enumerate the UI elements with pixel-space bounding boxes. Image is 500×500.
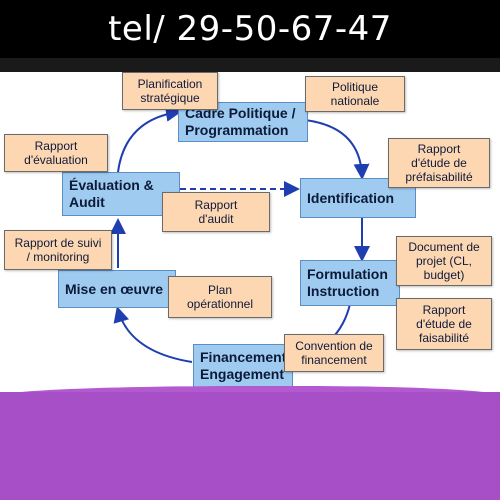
note-politique-nationale: Politique nationale — [305, 76, 405, 112]
purple-footer — [0, 392, 500, 500]
purple-footer-edge — [0, 386, 500, 396]
arrow-financement-to-mise — [113, 306, 193, 363]
box-evaluation-audit: Évaluation & Audit — [62, 172, 180, 216]
note-convention-financement: Convention de financement — [284, 334, 384, 372]
box-formulation: Formulation Instruction — [300, 260, 400, 306]
note-document-projet: Document de projet (CL, budget) — [396, 236, 492, 286]
banner-divider — [0, 58, 500, 72]
note-plan-operationnel: Plan opérationnel — [168, 276, 272, 318]
box-financement: Financement Engagement — [193, 344, 293, 388]
box-mise-en-oeuvre: Mise en œuvre — [58, 270, 176, 308]
project-cycle-diagram: Cadre Politique / Programmation Identifi… — [0, 72, 500, 392]
arrow-cadre-to-identification — [304, 119, 370, 180]
note-rapport-evaluation: Rapport d'évaluation — [4, 134, 108, 172]
phone-number-text: tel/ 29-50-67-47 — [108, 9, 392, 49]
arrow-evaluation-to-cadre — [117, 105, 182, 173]
note-planification-strategique: Planification stratégique — [122, 72, 218, 110]
phone-banner: tel/ 29-50-67-47 — [0, 0, 500, 58]
note-rapport-audit: Rapport d'audit — [162, 192, 270, 232]
note-rapport-suivi: Rapport de suivi / monitoring — [4, 230, 112, 270]
note-faisabilite: Rapport d'étude de faisabilité — [396, 298, 492, 350]
note-prefaisabilite: Rapport d'étude de préfaisabilité — [388, 138, 490, 188]
